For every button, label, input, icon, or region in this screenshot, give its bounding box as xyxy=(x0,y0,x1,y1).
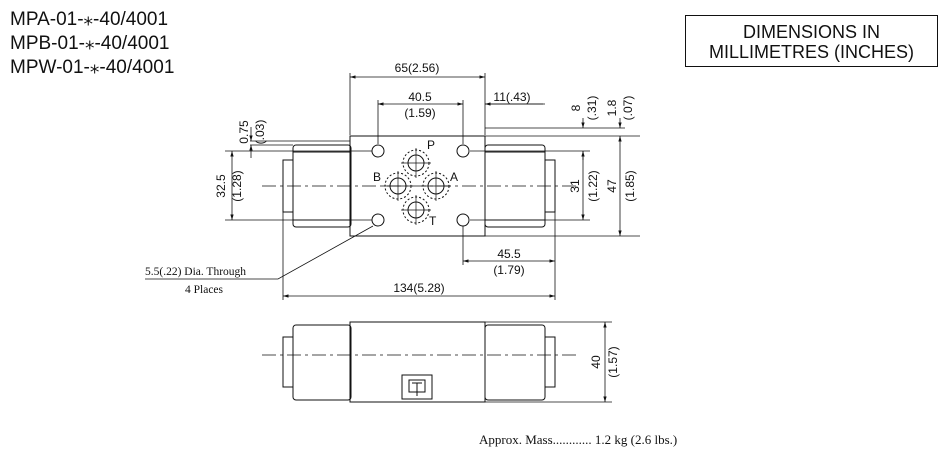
dim-45-5-inch-label: (1.79) xyxy=(493,263,524,277)
dim-40-5-label: 40.5 xyxy=(408,90,432,104)
dim-32-5-label: 32.5 xyxy=(214,174,228,198)
hole-note-line-1: 5.5(.22) Dia. Through xyxy=(145,266,246,278)
dim-8-label: 8 xyxy=(569,104,583,111)
units-note-box: DIMENSIONS IN MILLIMETRES (INCHES) xyxy=(685,15,938,67)
units-note-line-1: DIMENSIONS IN xyxy=(742,22,880,42)
dim-11-label: 11(.43) xyxy=(493,90,530,104)
dim-0-75-label: 0.75 xyxy=(237,120,251,144)
model-code-mpa: MPA-01-⁎-40/4001 xyxy=(10,9,169,30)
hole-note-line-2: 4 Places xyxy=(185,284,224,296)
dim-65-label: 65(2.56) xyxy=(395,61,440,75)
dim-0-75-inch-label: (.03) xyxy=(253,120,267,145)
model-list: MPA-01-⁎-40/4001 MPB-01-⁎-40/4001 MPW-01… xyxy=(10,8,174,80)
dim-47-inch-label: (1.85) xyxy=(623,170,637,201)
dim-1-8-inch-label: (.07) xyxy=(621,96,635,121)
model-code-mpb: MPB-01-⁎-40/4001 xyxy=(10,33,170,54)
port-t-label: T xyxy=(429,214,437,228)
top-view xyxy=(262,135,578,237)
port-b-label: B xyxy=(373,170,381,184)
dim-134-label: 134(5.28) xyxy=(393,281,444,295)
dim-8-inch-label: (.31) xyxy=(585,96,599,121)
dim-31-label: 31 xyxy=(568,179,582,193)
dim-31-inch-label: (1.22) xyxy=(586,170,600,201)
dim-45-5-label: 45.5 xyxy=(497,247,521,261)
units-note-line-2: MILLIMETRES (INCHES) xyxy=(708,42,915,62)
dim-40-inch-label: (1.57) xyxy=(606,346,620,377)
dim-47-label: 47 xyxy=(605,179,619,193)
dimension-labels: 65(2.56) 40.5 (1.59) 11(.43) 0.75 (.03) … xyxy=(145,61,637,378)
approx-mass-note: Approx. Mass............ 1.2 kg (2.6 lbs… xyxy=(479,432,678,447)
port-a-label: A xyxy=(450,170,458,184)
port-p-label: P xyxy=(427,138,435,152)
dim-1-8-label: 1.8 xyxy=(605,99,619,116)
dim-32-5-inch-label: (1.28) xyxy=(230,170,244,201)
dim-40-label: 40 xyxy=(589,355,603,369)
model-code-mpw: MPW-01-⁎-40/4001 xyxy=(10,57,175,78)
front-view xyxy=(262,321,612,403)
dim-40-5-inch-label: (1.59) xyxy=(404,106,435,120)
dimension-lines xyxy=(145,73,640,300)
